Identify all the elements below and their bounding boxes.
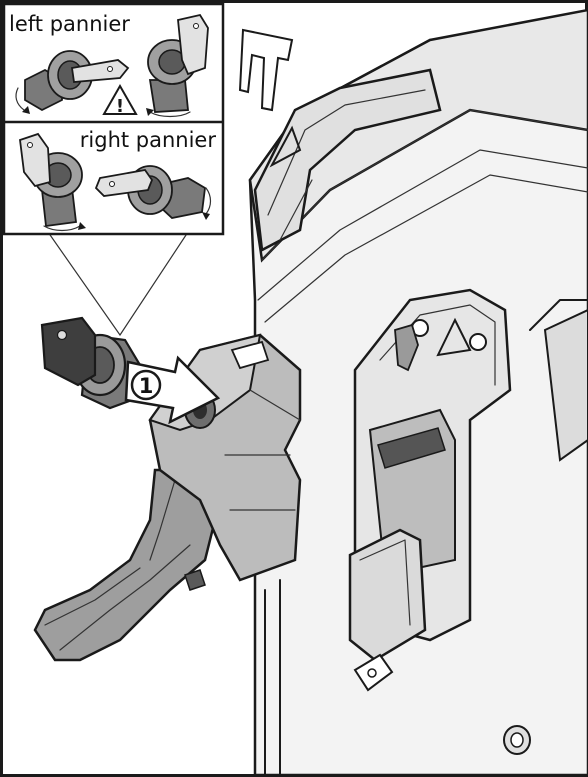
callout-line-left [47, 231, 121, 336]
insert-arrow: 1 [124, 355, 221, 425]
left-lock-a [15, 50, 130, 114]
step-number: 1 [139, 374, 154, 398]
circled-number-icon [130, 369, 162, 401]
left-lock-b [146, 13, 209, 118]
right-lock-b [94, 165, 212, 220]
pannier-rivet [503, 725, 531, 755]
warning-triangle-icon: ! [102, 83, 138, 117]
inset-panel: left pannier right pannier ! [2, 2, 225, 236]
handle-triangle-icon [269, 125, 302, 168]
callout-line-right [119, 231, 189, 336]
latch-triangle-icon [436, 317, 472, 357]
pannier-handle [253, 68, 442, 252]
lock-cylinder [40, 316, 142, 410]
lock-key [40, 316, 97, 387]
pannier-latch [348, 288, 512, 692]
left-pannier-label: left pannier [9, 12, 130, 36]
right-pannier-label: right pannier [80, 128, 217, 152]
right-lock-a [19, 132, 86, 232]
warning-mark: ! [116, 96, 124, 117]
